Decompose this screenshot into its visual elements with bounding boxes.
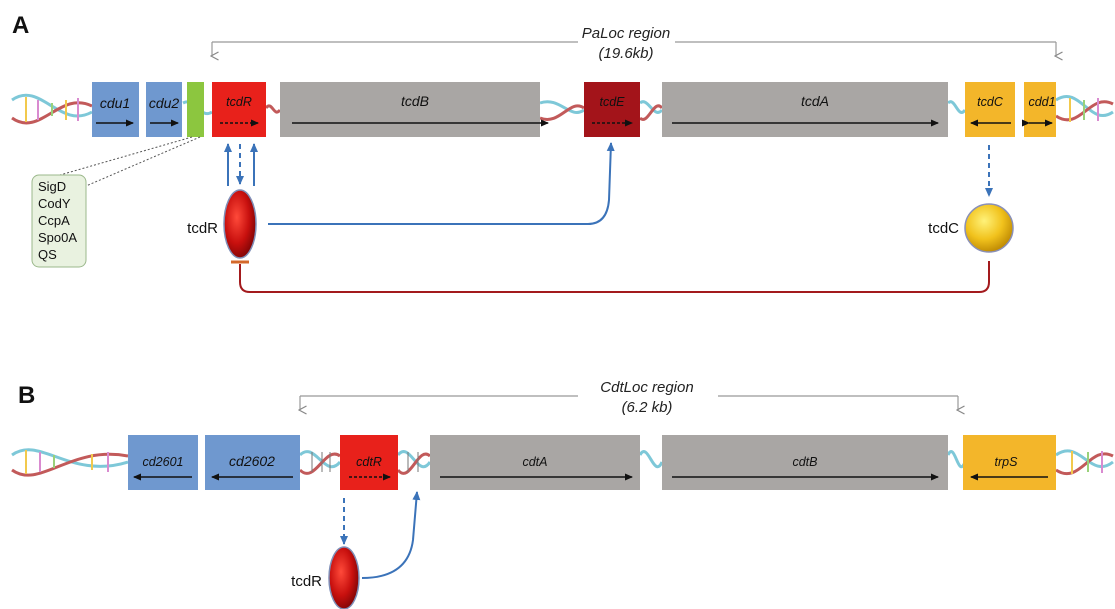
paloc-region-size: (19.6kb) — [598, 45, 653, 62]
tcdR-activates-cdtA-arrow — [361, 491, 421, 579]
tcdC-protein-label: tcdC — [928, 220, 959, 237]
cdtloc-region-bracket — [300, 395, 958, 410]
gene-label-cdtR: cdtR — [356, 455, 382, 469]
paloc-region-name: PaLoc region — [582, 25, 670, 42]
tcdR-protein-icon — [223, 189, 257, 259]
panel-a-label: A — [12, 12, 29, 39]
gene-tcdC: tcdC — [965, 82, 1015, 137]
dna-helix-icon — [11, 448, 1114, 477]
gene-tcdA: tcdA — [662, 82, 948, 137]
gene-trpS: trpS — [963, 435, 1056, 490]
tcdR-protein-icon — [328, 546, 360, 609]
regulator-cody: CodY — [38, 196, 71, 211]
promoter-box — [187, 82, 204, 137]
regulator-ccpa: CcpA — [38, 213, 70, 228]
gene-tcdE: tcdE — [584, 82, 640, 137]
regulator-connectors — [59, 136, 201, 187]
tcdR-protein-label-a: tcdR — [187, 220, 218, 237]
gene-label-tcdC: tcdC — [977, 95, 1004, 109]
gene-label-tcdE: tcdE — [599, 95, 625, 109]
gene-cdu2: cdu2 — [146, 82, 182, 137]
gene-cdtR: cdtR — [340, 435, 398, 490]
gene-cdtB: cdtB — [662, 435, 948, 490]
gene-cdd1: cdd1 — [1022, 82, 1056, 137]
gene-label-tcdA: tcdA — [801, 93, 829, 109]
tcdC-represses-tcdR-line — [239, 261, 990, 293]
regulator-box: SigD CodY CcpA Spo0A QS — [31, 174, 87, 268]
panel-b-label: B — [18, 382, 35, 409]
gene-label-tcdR: tcdR — [226, 95, 252, 109]
gene-label-trpS: trpS — [995, 455, 1019, 469]
regulator-qs: QS — [38, 247, 57, 262]
gene-cdtA: cdtA — [430, 435, 640, 490]
tcdR-activates-tcdE-arrow — [268, 142, 615, 225]
gene-tcdR: tcdR — [212, 82, 266, 137]
tcdR-autoactivation-arrows — [224, 143, 258, 186]
regulator-sigd: SigD — [38, 179, 66, 194]
gene-label-cdtA: cdtA — [522, 455, 547, 469]
regulator-spo0a: Spo0A — [38, 230, 77, 245]
gene-cd2601: cd2601 — [128, 435, 198, 490]
gene-label-cdtB: cdtB — [792, 455, 817, 469]
paloc-region-bracket — [212, 41, 1056, 56]
dna-helix-icon — [11, 93, 1114, 125]
tcdR-protein-label-b: tcdR — [291, 573, 322, 590]
cdtloc-region-size: (6.2 kb) — [622, 399, 673, 416]
gene-label-cdd1: cdd1 — [1028, 95, 1055, 109]
tcdC-protein-icon — [964, 203, 1014, 253]
gene-label-cd2602: cd2602 — [229, 453, 275, 469]
gene-label-cdu2: cdu2 — [149, 95, 180, 111]
gene-label-cdu1: cdu1 — [100, 95, 130, 111]
gene-cd2602: cd2602 — [205, 435, 300, 490]
cdtloc-region-name: CdtLoc region — [600, 379, 693, 396]
gene-tcdB: tcdB — [280, 82, 549, 137]
gene-label-tcdB: tcdB — [401, 93, 429, 109]
gene-cdu1: cdu1 — [92, 82, 139, 137]
gene-label-cd2601: cd2601 — [142, 455, 183, 469]
